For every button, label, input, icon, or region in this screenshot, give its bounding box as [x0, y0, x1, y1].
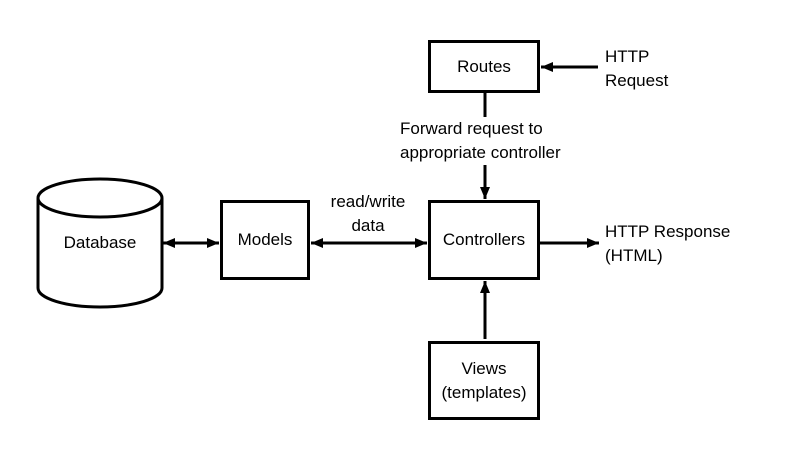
models-node: Models [220, 200, 310, 280]
database-label: Database [63, 233, 137, 252]
views-node: Views (templates) [428, 341, 540, 420]
database-node: Database [38, 179, 162, 307]
read-write-data-label: read/write data [330, 192, 406, 235]
http-request-label: HTTP Request [605, 47, 669, 90]
routes-node: Routes [428, 40, 540, 93]
http-response-label: HTTP Response (HTML) [605, 222, 731, 265]
forward-request-label: Forward request to appropriate controlle… [400, 117, 561, 165]
controllers-node: Controllers [428, 200, 540, 280]
database-cylinder-shape [36, 177, 164, 309]
